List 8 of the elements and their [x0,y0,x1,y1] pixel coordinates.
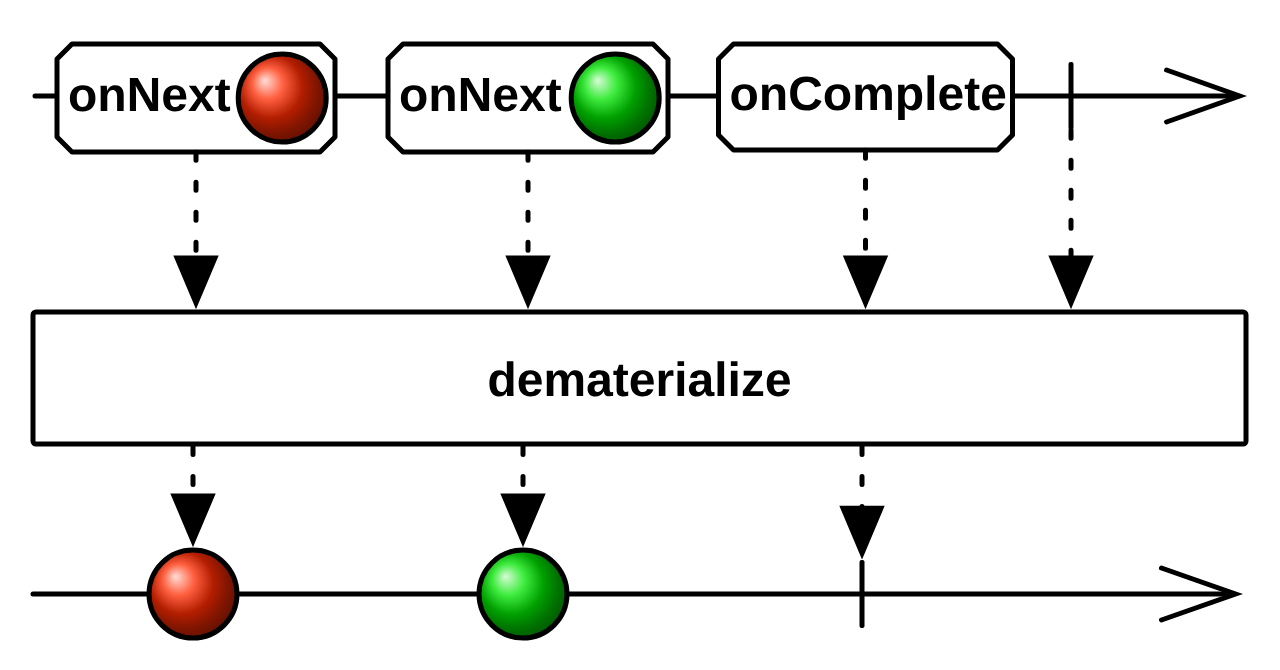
marble [568,51,662,145]
marble [476,547,570,641]
completion-tick [1068,62,1074,130]
operator-box: dematerialize [30,309,1249,447]
marble [146,547,240,641]
completion-tick [859,560,865,628]
notification-box: onComplete [716,41,1015,153]
marble [235,51,329,145]
